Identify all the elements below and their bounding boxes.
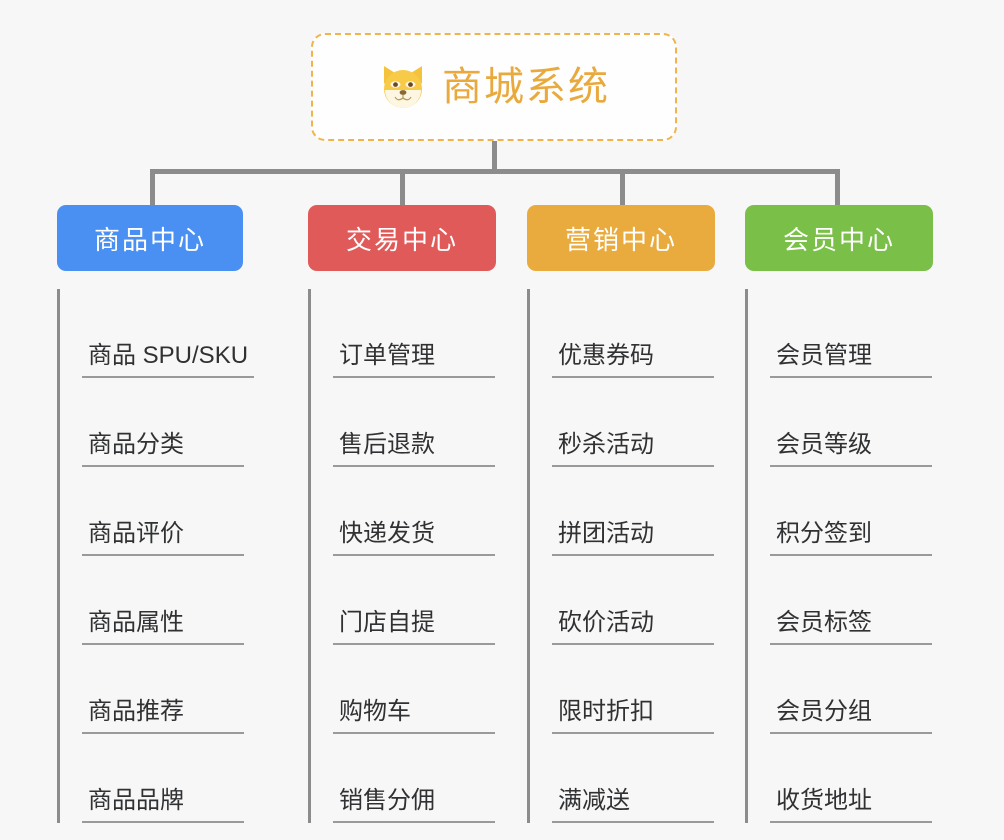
leaf-label: 限时折扣 — [552, 698, 714, 734]
list-item[interactable]: 砍价活动 — [552, 556, 747, 645]
dog-face-icon — [378, 64, 428, 110]
list-item[interactable]: 订单管理 — [333, 289, 528, 378]
branch-column-3: 会员中心 会员管理 会员等级 积分签到 会员标签 会员分组 收货地址 — [745, 205, 965, 823]
list-item[interactable]: 快递发货 — [333, 467, 528, 556]
leaf-label: 会员等级 — [770, 431, 932, 467]
list-item[interactable]: 商品评价 — [82, 467, 277, 556]
list-item[interactable]: 商品品牌 — [82, 734, 277, 823]
leaf-list-3: 会员管理 会员等级 积分签到 会员标签 会员分组 收货地址 — [745, 289, 965, 823]
category-box-3[interactable]: 会员中心 — [745, 205, 933, 271]
list-item[interactable]: 满减送 — [552, 734, 747, 823]
branch-column-2: 营销中心 优惠券码 秒杀活动 拼团活动 砍价活动 限时折扣 满减送 — [527, 205, 747, 823]
leaf-label: 商品评价 — [82, 520, 244, 556]
leaf-list-2: 优惠券码 秒杀活动 拼团活动 砍价活动 限时折扣 满减送 — [527, 289, 747, 823]
list-item[interactable]: 门店自提 — [333, 556, 528, 645]
leaf-label: 积分签到 — [770, 520, 932, 556]
list-item[interactable]: 收货地址 — [770, 734, 965, 823]
leaf-label: 商品属性 — [82, 609, 244, 645]
list-item[interactable]: 拼团活动 — [552, 467, 747, 556]
list-item[interactable]: 会员标签 — [770, 556, 965, 645]
leaf-label: 优惠券码 — [552, 342, 714, 378]
branch-column-0: 商品中心 商品 SPU/SKU 商品分类 商品评价 商品属性 商品推荐 商品品牌 — [57, 205, 277, 823]
list-item[interactable]: 商品分类 — [82, 378, 277, 467]
connector-bus — [150, 169, 840, 174]
list-item[interactable]: 会员管理 — [770, 289, 965, 378]
root-node[interactable]: 商城系统 — [311, 33, 677, 141]
leaf-label: 销售分佣 — [333, 787, 495, 823]
leaf-label: 购物车 — [333, 698, 495, 734]
branch-column-1: 交易中心 订单管理 售后退款 快递发货 门店自提 购物车 销售分佣 — [308, 205, 528, 823]
list-item[interactable]: 积分签到 — [770, 467, 965, 556]
list-item[interactable]: 商品属性 — [82, 556, 277, 645]
list-item[interactable]: 售后退款 — [333, 378, 528, 467]
connector-drop-2 — [620, 171, 625, 207]
category-box-0[interactable]: 商品中心 — [57, 205, 243, 271]
leaf-label: 拼团活动 — [552, 520, 714, 556]
list-item[interactable]: 商品推荐 — [82, 645, 277, 734]
leaf-list-1: 订单管理 售后退款 快递发货 门店自提 购物车 销售分佣 — [308, 289, 528, 823]
leaf-label: 订单管理 — [333, 342, 495, 378]
connector-root-stem — [492, 141, 497, 171]
category-box-2[interactable]: 营销中心 — [527, 205, 715, 271]
list-item[interactable]: 商品 SPU/SKU — [82, 289, 277, 378]
connector-drop-0 — [150, 171, 155, 207]
category-label-3: 会员中心 — [782, 224, 895, 255]
leaf-label: 商品分类 — [82, 431, 244, 467]
list-item[interactable]: 购物车 — [333, 645, 528, 734]
list-item[interactable]: 秒杀活动 — [552, 378, 747, 467]
category-box-1[interactable]: 交易中心 — [308, 205, 496, 271]
list-item[interactable]: 销售分佣 — [333, 734, 528, 823]
leaf-list-0: 商品 SPU/SKU 商品分类 商品评价 商品属性 商品推荐 商品品牌 — [57, 289, 277, 823]
leaf-label: 收货地址 — [770, 787, 932, 823]
list-item[interactable]: 限时折扣 — [552, 645, 747, 734]
leaf-label: 砍价活动 — [552, 609, 714, 645]
connector-drop-1 — [400, 171, 405, 207]
leaf-label: 秒杀活动 — [552, 431, 714, 467]
leaf-label: 商品推荐 — [82, 698, 244, 734]
leaf-label: 快递发货 — [333, 520, 495, 556]
leaf-label: 会员分组 — [770, 698, 932, 734]
category-label-2: 营销中心 — [564, 224, 677, 255]
leaf-label: 满减送 — [552, 787, 714, 823]
category-label-1: 交易中心 — [345, 224, 458, 255]
leaf-label: 会员管理 — [770, 342, 932, 378]
connector-drop-3 — [835, 171, 840, 207]
list-item[interactable]: 会员等级 — [770, 378, 965, 467]
leaf-label: 售后退款 — [333, 431, 495, 467]
list-item[interactable]: 会员分组 — [770, 645, 965, 734]
leaf-label: 门店自提 — [333, 609, 495, 645]
list-item[interactable]: 优惠券码 — [552, 289, 747, 378]
leaf-label: 会员标签 — [770, 609, 932, 645]
leaf-label: 商品品牌 — [82, 787, 244, 823]
root-title: 商城系统 — [442, 65, 610, 109]
leaf-label: 商品 SPU/SKU — [82, 342, 255, 378]
category-label-0: 商品中心 — [93, 224, 206, 255]
